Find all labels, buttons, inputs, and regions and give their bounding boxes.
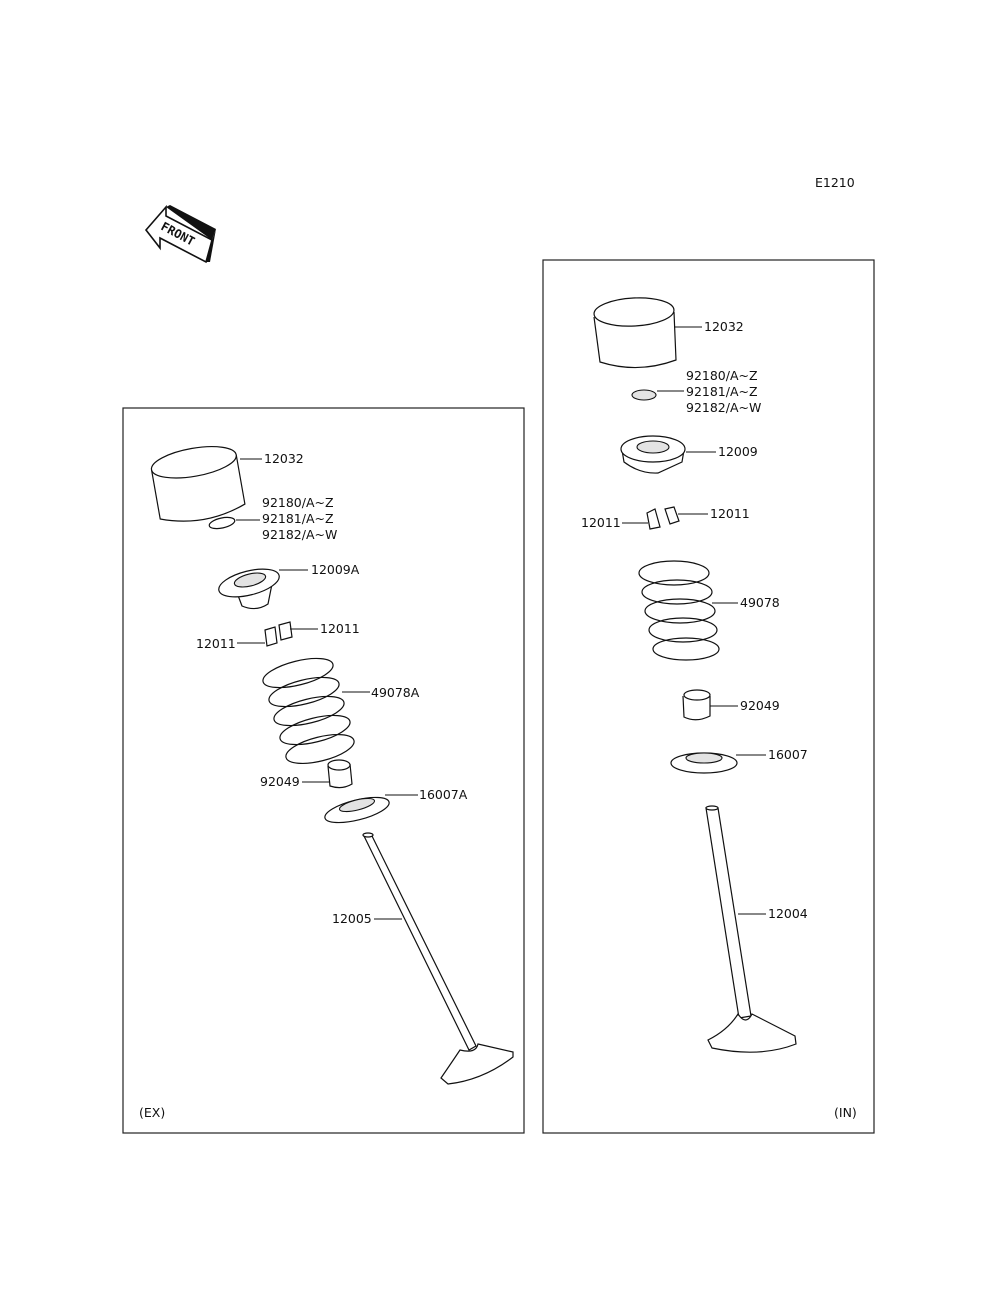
in-cotter-label-right: 12011 <box>710 506 750 521</box>
in-retainer-label: 12009 <box>718 444 758 459</box>
intake-panel-tag: (IN) <box>834 1105 857 1120</box>
ex-cotter-label-right: 12011 <box>320 621 360 636</box>
in-cotter-label-left: 12011 <box>581 515 621 530</box>
ex-cotter-label-left: 12011 <box>196 636 236 651</box>
in-shim-label-2: 92181/A~Z <box>686 384 758 399</box>
exhaust-panel-frame <box>122 407 525 1134</box>
in-spring-part <box>638 560 720 661</box>
in-tappet-part <box>593 297 677 369</box>
ex-spring-part <box>262 657 355 764</box>
intake-panel-frame <box>542 259 875 1134</box>
in-retainer-part <box>620 435 686 474</box>
in-seat-part <box>670 752 738 774</box>
exhaust-panel-tag: (EX) <box>139 1105 165 1120</box>
ex-seal-part <box>327 759 353 789</box>
ex-shim-part <box>208 516 236 530</box>
in-shim-label-1: 92180/A~Z <box>686 368 758 383</box>
ex-seal-label: 92049 <box>260 774 300 789</box>
ex-shim-label-3: 92182/A~W <box>262 527 337 542</box>
exhaust-panel: (EX) 12032 92180/A~Z 92181/A~Z 92182/A~W… <box>122 407 525 1134</box>
ex-shim-label-1: 92180/A~Z <box>262 495 334 510</box>
front-arrow-icon: FRONT <box>144 204 216 264</box>
ex-spring-label: 49078A <box>371 685 420 700</box>
in-shim-part <box>631 389 657 401</box>
in-seal-part <box>682 689 711 721</box>
ex-valve-label: 12005 <box>332 911 372 926</box>
ex-tappet-part <box>150 445 246 522</box>
in-valve-label: 12004 <box>768 906 808 921</box>
ex-retainer-label: 12009A <box>311 562 360 577</box>
ex-cotter-part <box>264 621 293 647</box>
in-spring-label: 49078 <box>740 595 780 610</box>
in-shim-label-3: 92182/A~W <box>686 400 761 415</box>
ex-seat-part <box>324 796 390 824</box>
ex-seat-label: 16007A <box>419 787 468 802</box>
intake-panel: (IN) 12032 92180/A~Z 92181/A~Z 92182/A~W… <box>542 259 875 1134</box>
in-tappet-label: 12032 <box>704 319 744 334</box>
ex-retainer-part <box>218 568 280 610</box>
ex-valve-part <box>362 832 514 1085</box>
in-seal-label: 92049 <box>740 698 780 713</box>
diagram-code: E1210 <box>815 175 855 190</box>
in-valve-part <box>705 805 797 1053</box>
in-cotter-part <box>646 506 680 530</box>
in-seat-label: 16007 <box>768 747 808 762</box>
ex-tappet-label: 12032 <box>264 451 304 466</box>
ex-shim-label-2: 92181/A~Z <box>262 511 334 526</box>
